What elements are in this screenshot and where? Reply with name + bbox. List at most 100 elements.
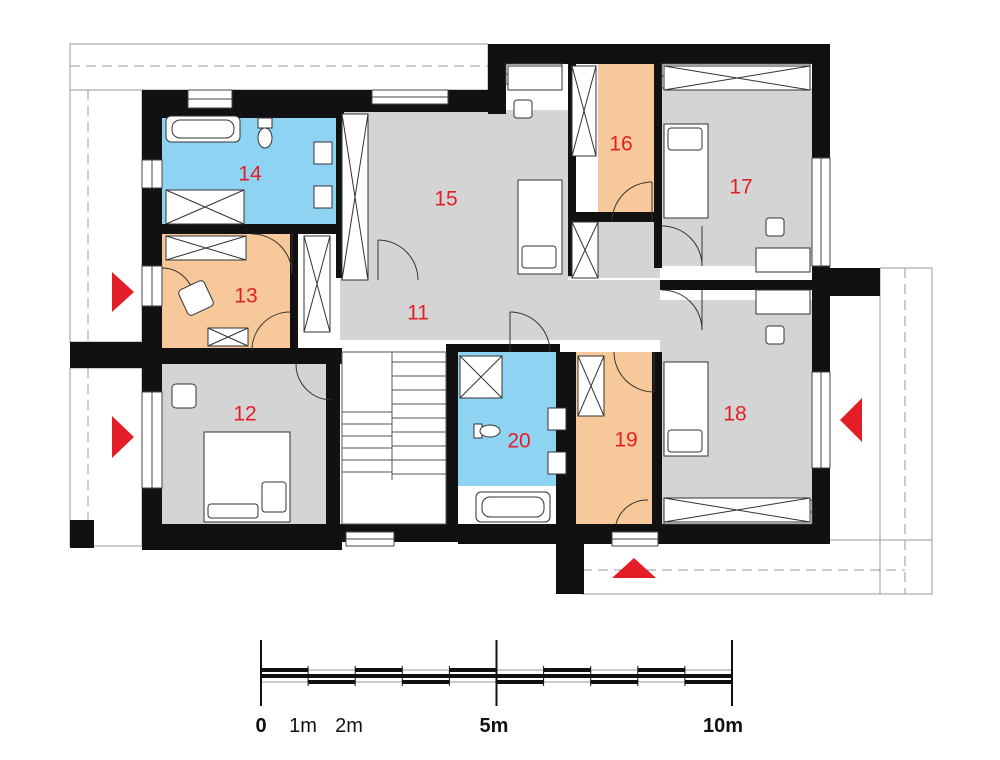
toilet-14-bowl — [257, 127, 273, 149]
room-labels: 11 12 13 14 15 16 17 18 19 20 — [233, 133, 752, 453]
door-16 — [611, 181, 653, 223]
wall-12-east — [326, 362, 340, 524]
wall-13-south — [162, 348, 342, 364]
window-17-east — [811, 157, 831, 267]
room-label-17: 17 — [729, 176, 752, 199]
armchair-13 — [178, 280, 214, 316]
wall-south-left — [142, 524, 342, 550]
window-12-west — [141, 391, 163, 489]
wall-14-13 — [162, 224, 342, 234]
bed-12-pillow-b — [207, 503, 259, 519]
bed-17-pillow — [667, 127, 703, 151]
bathtub-20-inner — [481, 496, 545, 518]
room-label-20: 20 — [507, 430, 530, 453]
entry-arrows — [112, 272, 862, 578]
wall-north-right — [488, 44, 828, 64]
toilet-20-bowl — [479, 424, 501, 438]
wardrobe-15-cross — [341, 113, 369, 281]
scale-seg-top-0 — [261, 668, 309, 672]
room-label-11: 11 — [407, 302, 429, 325]
staircase — [341, 351, 447, 525]
scale-seg-bot-7 — [590, 680, 638, 684]
terrace-west-lower — [69, 367, 143, 547]
window-18-east — [811, 371, 831, 469]
wall-20-19 — [556, 352, 576, 524]
wardrobe-13-top-cross — [165, 235, 247, 261]
wardrobe-18-cross — [663, 497, 811, 523]
shower-14-cross — [165, 189, 245, 225]
scale-label-0: 0 — [255, 715, 266, 737]
sink-14-b — [313, 185, 333, 209]
room-label-16: 16 — [609, 133, 632, 156]
chair-15 — [513, 99, 533, 119]
room-label-12: 12 — [233, 403, 256, 426]
wall-13-east — [290, 234, 298, 350]
scale-seg-top-2 — [355, 668, 403, 672]
wardrobe-13-bottom-cross — [207, 327, 249, 347]
wall-stair-east — [446, 352, 458, 532]
shower-20-cross — [459, 355, 503, 399]
sink-20-a — [547, 407, 567, 431]
door-20 — [509, 311, 551, 353]
sink-14-a — [313, 141, 333, 165]
stair-outline — [341, 351, 447, 525]
room-16-wardrobe — [598, 64, 656, 222]
wall-east-stub — [812, 268, 880, 296]
room-label-13: 13 — [234, 285, 257, 308]
terrace-east — [879, 267, 933, 595]
bed-15-pillow — [521, 245, 557, 269]
wardrobe-16-left-cross — [571, 65, 597, 157]
scale-labels: 0 1m 2m 5m 10m — [255, 715, 743, 737]
arrow-west-lower — [112, 416, 134, 458]
terrace-west-upper — [69, 89, 143, 343]
window-stairs — [345, 531, 395, 547]
arrow-west-upper — [112, 272, 134, 312]
wardrobe-17-cross — [663, 65, 811, 91]
furniture — [165, 65, 811, 523]
wall-north-left — [142, 90, 340, 118]
desk-17 — [755, 247, 811, 273]
scale-seg-bot-5 — [496, 680, 544, 684]
door-13-b — [251, 311, 291, 351]
wardrobe-19-cross — [577, 355, 605, 417]
arrow-east — [840, 398, 862, 442]
walls — [70, 44, 880, 594]
scale-seg-top-4 — [449, 668, 497, 672]
room-label-15: 15 — [434, 188, 457, 211]
wall-19-18 — [652, 352, 662, 524]
door-18 — [661, 289, 703, 331]
arrow-south — [612, 558, 656, 578]
wardrobe-16-low-cross — [571, 221, 599, 279]
scale-label-5m: 5m — [480, 715, 509, 737]
wall-18-north — [660, 280, 814, 290]
scale-seg-bot-3 — [402, 680, 450, 684]
scale-seg-bot-1 — [308, 680, 356, 684]
window-15 — [371, 89, 449, 105]
door-17 — [661, 225, 703, 267]
bathtub-14-inner — [171, 119, 235, 139]
door-19-balcony — [615, 499, 649, 525]
armchair-12 — [171, 383, 197, 409]
door-19 — [613, 351, 655, 393]
room-label-19: 19 — [614, 429, 637, 452]
scale-label-2m: 2m — [335, 715, 363, 737]
toilet-14-tank — [257, 117, 273, 129]
wall-west-joint — [70, 342, 162, 368]
door-12 — [295, 363, 333, 401]
room-label-18: 18 — [723, 403, 746, 426]
scale-label-10m: 10m — [703, 715, 743, 737]
chair-18 — [765, 325, 785, 345]
hall-11-floor — [340, 280, 660, 340]
wall-20-north — [446, 344, 560, 352]
room-label-14: 14 — [238, 163, 262, 186]
scale-seg-top-6 — [543, 668, 591, 672]
bed-12-pillow-a — [261, 481, 287, 513]
door-13-a — [251, 233, 293, 275]
scale-bar — [260, 640, 733, 706]
sink-20-b — [547, 451, 567, 475]
wall-south-stub — [556, 524, 584, 594]
wall-16-closet — [568, 212, 660, 222]
bed-18-pillow — [667, 429, 703, 453]
scale-seg-top-8 — [637, 668, 685, 672]
